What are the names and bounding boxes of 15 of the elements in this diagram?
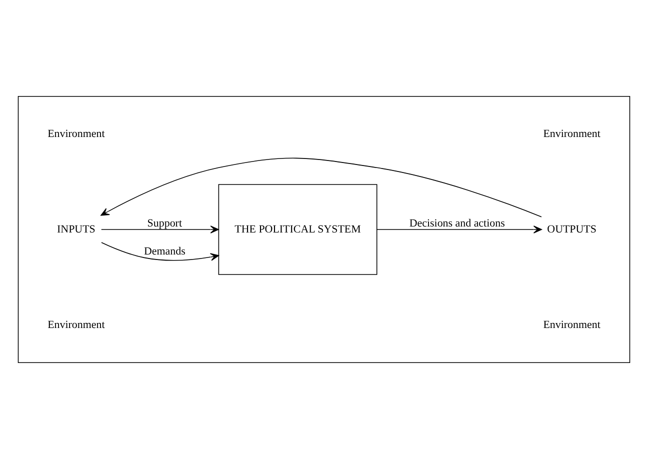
node-text: OUTPUTS [547, 223, 596, 236]
node-text: INPUTS [57, 223, 96, 236]
arrow [100, 226, 219, 234]
cluster [18, 96, 630, 363]
arrow [101, 242, 220, 261]
label: Environment [48, 128, 105, 140]
label: Environment [48, 318, 105, 331]
edge-label: Decisions and actions [409, 218, 505, 230]
node-box: THE POLITICAL SYSTEM [218, 184, 378, 275]
arrow [376, 226, 542, 234]
label: Environment [543, 128, 600, 140]
edge-label: Support [147, 218, 182, 230]
arrow [100, 158, 542, 218]
label: Environment [543, 318, 600, 331]
edge-label: Demands [144, 246, 186, 258]
